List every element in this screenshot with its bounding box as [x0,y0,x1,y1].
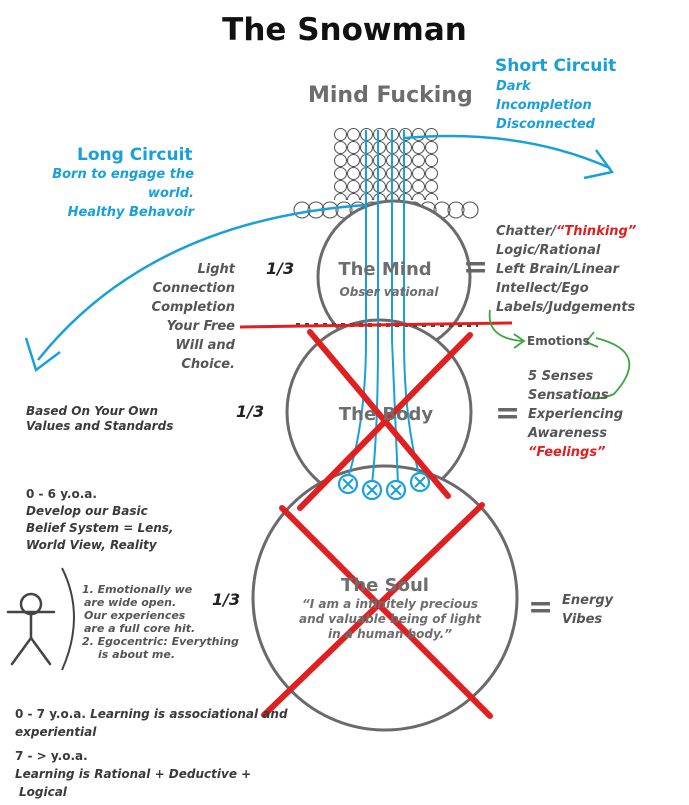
mind-left-lines: Light Connection Completion Your Free Wi… [120,260,235,374]
soul-cross-x-icon [261,502,493,719]
child-notes: 1. Emotionally we are wide open. Our exp… [82,583,239,661]
short-circuit-heading: Short Circuit [495,56,617,76]
body-label: The Body [338,404,434,425]
soul-quote: “I am a infinitely precious and valuable… [285,597,495,642]
short-circuit-line: Dark [496,79,531,94]
short-circuit-line: Incompletion [496,98,592,113]
mind-left-line: Connection [152,281,235,296]
age-7-line: Learning is Rational + Deductive + [15,767,252,781]
soul-quote-line: in a human body.” [328,627,452,641]
child-note-line: Our experiences [84,609,186,622]
age-0-7-heading: 0 - 7 y.o.a. [15,707,86,721]
age-0-7-text: Learning is associational and [90,707,288,721]
mind-fraction: 1/3 [266,259,295,278]
page-title: The Snowman [222,12,467,48]
soul-fraction: 1/3 [212,590,241,609]
emotions-arrowhead-icon [513,333,526,349]
age-0-7-line-2: experiential [15,725,97,739]
body-left-lines: Based On Your Own Values and Standards [26,404,173,434]
age-0-7-block: 0 - 7 y.o.a. Learning is associational a… [15,705,288,741]
mind-left-line: Light [197,262,235,277]
circled-x-icon [337,471,431,501]
mind-right-lines: Chatter/“Thinking” Logic/Rational Left B… [496,222,636,317]
long-circuit-heading: Long Circuit [77,145,193,165]
body-equals: = [495,396,521,431]
mind-right-line-1: Chatter/“Thinking” [496,222,636,241]
body-right-line: 5 Senses [528,369,594,384]
thinking-text: “Thinking” [555,224,637,239]
age-0-6-heading: 0 - 6 y.o.a. [26,487,97,501]
long-circuit-line: Healthy Behavoir [67,205,194,220]
mind-left-line: Completion [151,300,235,315]
chatter-text: Chatter/ [496,224,556,239]
age-0-7-line-1: 0 - 7 y.o.a. Learning is associational a… [15,705,288,723]
age-0-6-block: 0 - 6 y.o.a. Develop our Basic Belief Sy… [26,486,173,554]
short-circuit-lines: Dark Incompletion Disconnected [496,77,595,134]
body-right-line: Sensations [528,388,609,403]
soul-quote-line: “I am a infinitely precious [302,597,478,611]
stick-figure-icon [6,592,56,666]
soul-right-lines: Energy Vibes [562,591,613,629]
age-0-6-line: Belief System = Lens, [26,521,174,535]
feelings-text: “Feelings” [528,445,606,460]
age-7-line: Logical [19,785,67,799]
mind-left-line: Will and Choice. [175,338,235,372]
body-left-line: Values and Standards [26,419,174,433]
body-right-line: Experiencing [528,407,624,422]
body-left-line: Based On Your Own [26,404,159,418]
mind-right-line: Labels/Judgements [496,300,636,315]
mind-left-line: Your Free [166,319,235,334]
emotions-loop-arrowhead-icon [584,331,599,348]
age-0-6-line: Develop our Basic [26,504,148,518]
child-note-line: 1. Emotionally we [82,583,193,596]
mind-right-line: Intellect/Ego [496,281,589,296]
mind-right-line: Logic/Rational [496,243,601,258]
soul-label: The Soul [341,575,429,596]
mind-sublabel: Obser vational [339,285,439,299]
long-circuit-arrowhead-icon [24,337,61,373]
short-circuit-arrow [404,134,611,170]
body-right-lines: 5 Senses Sensations Experiencing Awarene… [528,367,623,462]
short-circuit-line: Disconnected [496,117,595,132]
child-note-line: are wide open. [84,596,177,609]
age-7-block: 7 - > y.o.a. Learning is Rational + Dedu… [15,747,251,801]
bracket-icon [61,567,75,671]
emotions-label: Emotions [527,334,590,348]
soul-equals: = [528,590,554,625]
age-7-heading: 7 - > y.o.a. [15,749,88,763]
child-note-line: 2. Egocentric: Everything [82,635,239,648]
body-right-line: Awareness [528,426,608,441]
child-note-line: are a full core hit. [84,622,196,635]
long-circuit-arrow [37,203,367,361]
mind-fucking-label: Mind Fucking [308,83,473,108]
emotions-loop-arrow [589,337,631,400]
emotions-arrow [488,309,523,342]
mind-equals: = [463,250,489,285]
child-note-line: is about me. [98,648,176,661]
body-fraction: 1/3 [236,402,265,421]
mind-label: The Mind [338,259,432,280]
soul-right-line: Energy [562,593,614,608]
divide-red-line [239,321,513,329]
body-cross-x-icon [297,329,473,511]
soul-right-line: Vibes [562,612,603,627]
soul-quote-line: and valuable being of light [299,612,481,626]
age-0-6-line: World View, Reality [26,538,157,552]
short-circuit-arrowhead-icon [583,149,615,180]
mind-right-line: Left Brain/Linear [496,262,620,277]
long-circuit-line: Born to engage the world. [52,167,194,201]
long-circuit-lines: Born to engage the world. Healthy Behavo… [18,165,194,222]
